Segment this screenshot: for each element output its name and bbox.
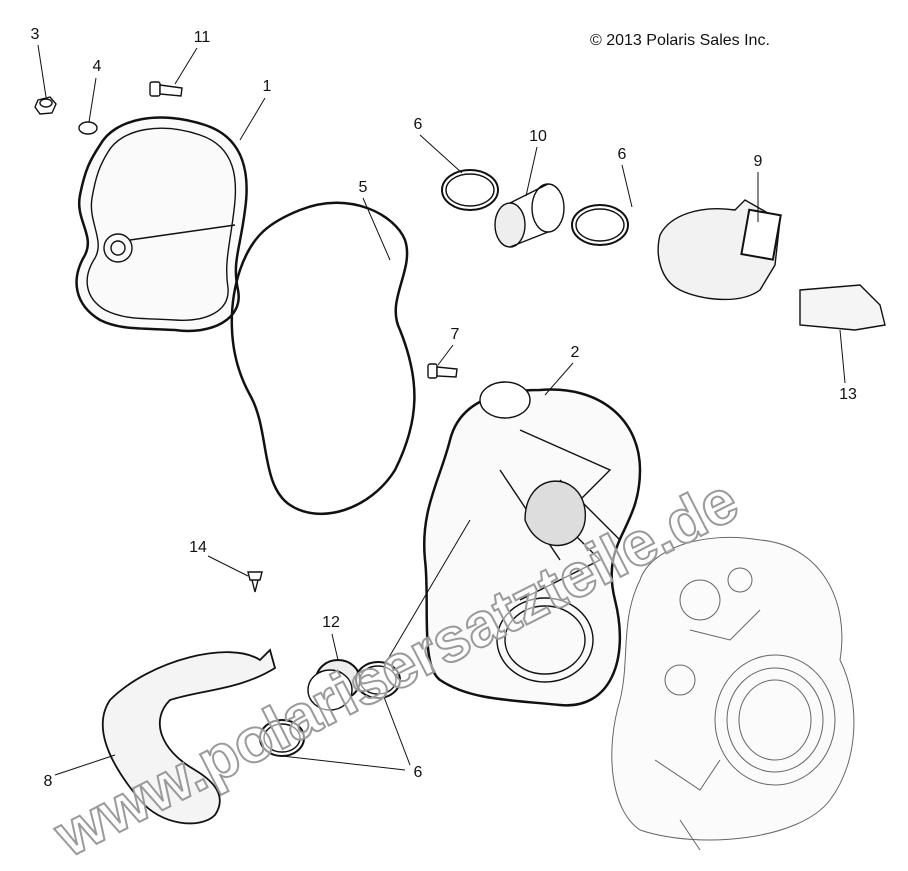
clamp-part-6-a [441, 169, 499, 211]
push-rivet-part-14 [247, 571, 263, 593]
bolt-part-7 [427, 363, 458, 379]
intake-duct-part-9 [657, 199, 782, 301]
callout-12: 12 [322, 614, 340, 631]
callout-1: 1 [262, 78, 272, 95]
copyright-notice: © 2013 Polaris Sales Inc. [590, 32, 770, 49]
callout-8: 8 [43, 773, 53, 790]
exhaust-duct-part-8 [101, 648, 277, 825]
coupler-part-10 [494, 183, 565, 248]
gasket-part-5 [230, 201, 416, 515]
leader-lines [37, 44, 846, 776]
o-ring-part-4 [78, 121, 98, 135]
bolt-part-11 [149, 81, 183, 97]
callout-6-a: 6 [413, 116, 423, 133]
callout-2: 2 [570, 344, 580, 361]
callout-9: 9 [753, 153, 763, 170]
plug-part-3 [34, 96, 57, 115]
duct-cover-part-13 [799, 284, 886, 331]
inner-clutch-cover-part-2 [423, 381, 642, 707]
clamp-part-6-c [355, 661, 401, 699]
callout-14: 14 [189, 539, 207, 556]
callout-13: 13 [839, 386, 857, 403]
callout-3: 3 [30, 26, 40, 43]
callout-10: 10 [529, 128, 547, 145]
coupler-part-12 [307, 659, 361, 711]
callout-7: 7 [450, 326, 460, 343]
engine-crankcase [611, 536, 855, 851]
callout-5: 5 [358, 179, 368, 196]
callout-4: 4 [92, 58, 102, 75]
clamp-part-6-b [571, 204, 629, 246]
outer-clutch-cover-part-1 [75, 116, 248, 333]
callout-6-c: 6 [413, 764, 423, 781]
callout-11: 11 [193, 29, 211, 46]
callout-6-b: 6 [617, 146, 627, 163]
